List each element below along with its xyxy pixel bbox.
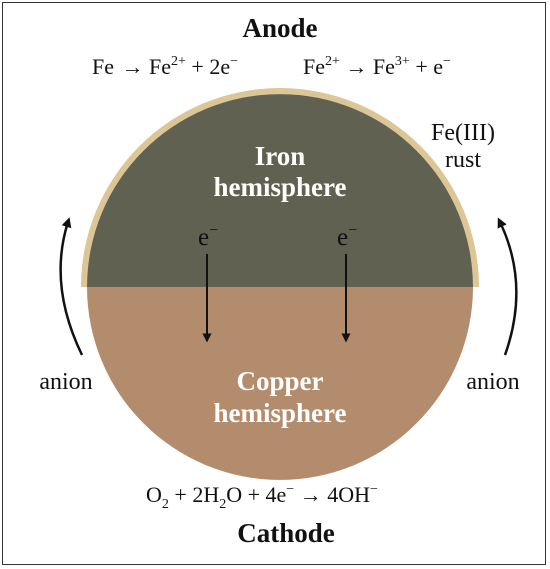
cathode-title: Cathode [237, 518, 335, 548]
copper-hemisphere [87, 287, 473, 480]
rust-label-line2: rust [445, 147, 481, 173]
copper-label-line2: hemisphere [214, 398, 347, 428]
copper-label-line1: Copper [237, 366, 324, 396]
anion-arrow-right [497, 217, 518, 356]
electron-label-right: e− [337, 222, 357, 251]
iron-hemisphere [87, 94, 473, 287]
rust-label-line1: Fe(III) [431, 120, 495, 146]
iron-label-line2: hemisphere [214, 172, 347, 202]
cathode-reaction: O2 + 2H2O + 4e− → 4OH− [146, 473, 378, 513]
iron-label-line1: Iron [255, 141, 306, 171]
anode-title: Anode [242, 13, 317, 43]
anode-reaction-1: Fe → Fe2+ + 2e− [92, 45, 238, 79]
anion-arrow-left [59, 217, 84, 356]
electron-label-left: e− [198, 222, 218, 251]
anode-reaction-2: Fe2+ → Fe3+ + e− [303, 45, 451, 79]
anion-label-right: anion [466, 369, 519, 395]
anion-label-left: anion [39, 369, 92, 395]
